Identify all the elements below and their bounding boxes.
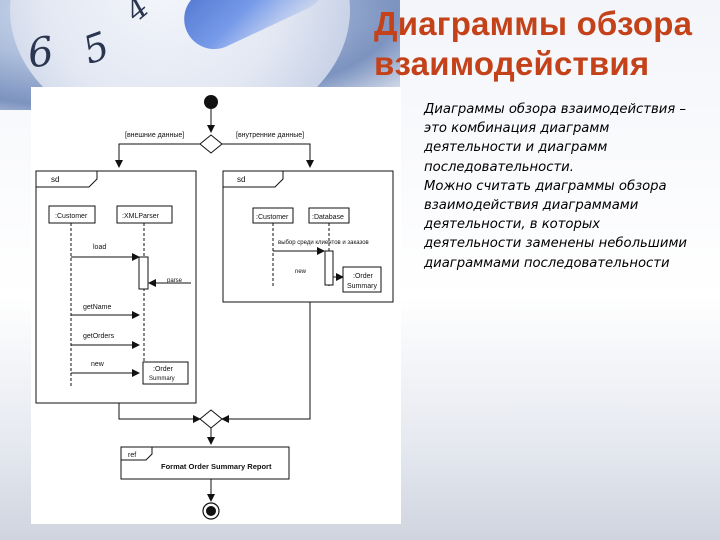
flow-branch-left — [115, 143, 200, 168]
description-paragraph-2: Можно считать диаграммы обзора взаимодей… — [424, 178, 687, 271]
lifeline-xmlparser-label: :XMLParser — [122, 213, 160, 220]
guard-external-data: [внешние данные] — [125, 132, 184, 139]
message-parse: parse — [167, 278, 183, 284]
lifeline-customer-left-label: :Customer — [55, 213, 88, 220]
merge-node — [199, 409, 223, 429]
initial-node — [204, 95, 218, 109]
sd-frame-left-tab — [36, 171, 98, 188]
message-select-clients-orders: выбор среди клиентов и заказов — [278, 240, 369, 246]
flow-branch-right — [222, 143, 314, 168]
sd-frame-right-tab — [223, 171, 284, 188]
order-summary-left-line2: Summary — [149, 376, 175, 382]
activation-database — [324, 250, 334, 286]
message-load: load — [93, 244, 106, 251]
order-summary-right-line2: Summary — [347, 283, 377, 290]
guard-internal-data: [внутренние данные] — [236, 132, 304, 139]
sd-frame-right-label: sd — [237, 175, 245, 184]
lifeline-database-label: :Database — [312, 214, 344, 221]
message-new-left: new — [91, 361, 105, 368]
decision-node-top — [199, 134, 223, 154]
ref-frame — [120, 446, 290, 480]
slide-title: Диаграммы обзора взаимодействия — [374, 5, 693, 82]
message-new-right: new — [295, 269, 307, 275]
lifeline-order-summary-left — [142, 361, 189, 385]
lifeline-order-summary-right — [342, 266, 382, 293]
order-summary-left-line1: :Order — [153, 366, 174, 373]
ref-format-order-summary-report: Format Order Summary Report — [161, 462, 272, 471]
description-paragraph-1: Диаграммы обзора взаимодействия – это ко… — [424, 102, 687, 175]
message-getorders: getOrders — [83, 333, 115, 340]
ref-frame-tab — [121, 447, 153, 461]
order-summary-right-line1: :Order — [353, 273, 374, 280]
final-node-inner — [206, 506, 216, 516]
flow-right-to-merge — [221, 302, 311, 423]
slide-description: Диаграммы обзора взаимодействия – это ко… — [424, 100, 694, 273]
lifeline-customer-left — [48, 205, 96, 224]
flow-left-to-merge — [118, 403, 201, 423]
message-getname: getName — [83, 304, 112, 311]
interaction-overview-diagram: [внешние данные] [внутренние данные] sd … — [31, 87, 401, 524]
diagram-svg: [внешние данные] [внутренние данные] sd … — [35, 95, 394, 520]
lifeline-customer-right-label: :Customer — [256, 214, 289, 221]
activation-parser — [138, 256, 149, 290]
ref-frame-label: ref — [128, 452, 136, 459]
sd-frame-left-label: sd — [51, 175, 59, 184]
